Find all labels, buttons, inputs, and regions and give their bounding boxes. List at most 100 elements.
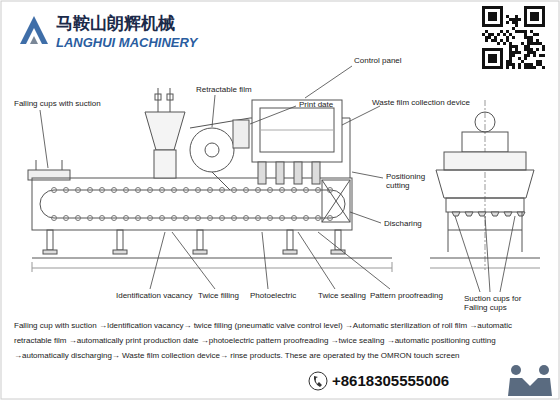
qr-code-part [533, 42, 536, 45]
side-elevation-part-part [47, 230, 53, 250]
side-elevation-part-part [100, 188, 105, 193]
qr-code-part [527, 54, 530, 57]
qr-code-part [530, 12, 539, 21]
qr-code-part [536, 39, 539, 42]
side-elevation-part [260, 108, 334, 152]
side-elevation-part-part [268, 188, 273, 193]
side-elevation-part [260, 130, 334, 131]
callout-label: Print date [299, 100, 333, 109]
qr-code-part [527, 42, 530, 45]
side-elevation-part-part [113, 250, 127, 254]
side-elevation-part-part [283, 250, 297, 254]
qr-code-part [509, 63, 512, 66]
end-elevation-part [485, 100, 486, 270]
qr-code-part [509, 54, 512, 57]
side-elevation-part-part [117, 230, 123, 250]
qr-code-part [509, 57, 512, 60]
end-elevation-part [462, 132, 508, 152]
end-elevation-part [475, 112, 495, 132]
qr-code [482, 8, 545, 70]
side-elevation-part [52, 188, 333, 221]
qr-code-part [515, 51, 518, 54]
leader-lines-part [150, 232, 165, 289]
side-elevation-part [32, 268, 392, 269]
qr-code-part [524, 45, 527, 48]
qr-code-part [506, 15, 509, 18]
side-elevation-part-part [316, 188, 321, 193]
side-elevation-part-part [76, 216, 81, 221]
leader-lines-part [318, 232, 390, 289]
end-elevation-part [522, 212, 523, 252]
qr-code-part [542, 45, 545, 48]
qr-code-part [509, 33, 512, 36]
qr-code-part [512, 54, 515, 57]
qr-code-part [518, 51, 521, 54]
side-elevation-part-part [335, 230, 341, 250]
side-elevation-part-part [160, 216, 165, 221]
side-elevation-part-part [172, 188, 177, 193]
side-elevation-part-part [136, 188, 141, 193]
qr-code-part [506, 36, 509, 39]
qr-code-part [530, 39, 533, 42]
leader-lines [40, 66, 515, 292]
qr-code-part [518, 18, 521, 21]
qr-code-part [488, 33, 491, 36]
handshake-icon-part [539, 365, 549, 375]
qr-code-part [512, 63, 515, 66]
side-elevation-part [145, 112, 185, 150]
qr-code-part [536, 42, 539, 45]
side-elevation-part-part [292, 188, 297, 193]
qr-code-part [509, 51, 512, 54]
leader-lines-part [342, 106, 380, 125]
qr-code-part [497, 42, 500, 45]
side-elevation-part-part [136, 216, 141, 221]
side-elevation-part-part [88, 188, 93, 193]
qr-code-part [509, 60, 512, 63]
qr-code-part [542, 54, 545, 57]
leader-lines-part [40, 110, 48, 168]
qr-code-part [533, 51, 536, 54]
qr-code-part [515, 15, 518, 18]
side-elevation-part-part [160, 188, 165, 193]
qr-code-part [503, 33, 506, 36]
side-elevation-part-part [112, 188, 117, 193]
end-elevation-part [436, 170, 534, 198]
qr-code-part [491, 39, 494, 42]
end-elevation-part [448, 212, 449, 252]
side-elevation-part-part [208, 188, 213, 193]
logo-icon [20, 16, 48, 44]
callout-label: Twice filling [198, 291, 239, 300]
qr-code-part [512, 66, 515, 69]
qr-code-part [518, 66, 521, 69]
qr-code-part [488, 12, 497, 21]
side-elevation-part-part [124, 216, 129, 221]
end-elevation-part-part [452, 212, 460, 216]
qr-code-part [527, 66, 530, 69]
end-elevation-part [430, 258, 540, 259]
qr-code-part [485, 39, 488, 42]
callout-label: Falling cups with suction [14, 99, 101, 108]
side-elevation-part [190, 128, 234, 172]
qr-code-part [524, 48, 527, 51]
qr-code-part [518, 63, 521, 66]
callout-label: Waste film collection device [372, 98, 470, 107]
callout-label: Discharing [384, 219, 422, 228]
qr-code-part [512, 45, 515, 48]
company-name: 马鞍山朗辉机械 [56, 14, 175, 34]
qr-code-part [515, 45, 518, 48]
qr-code-part [527, 36, 530, 39]
side-elevation-part-part [184, 188, 189, 193]
callout-label: Pattern proofreading [370, 291, 443, 300]
side-elevation-part-part [148, 216, 153, 221]
qr-code-part [484, 50, 502, 68]
qr-code-part [527, 45, 530, 48]
side-elevation-part-part [244, 216, 249, 221]
qr-code-part [500, 30, 503, 33]
qr-code-part [521, 60, 524, 63]
side-elevation-part-part [100, 216, 105, 221]
callout-label: Positioning cutting [386, 172, 438, 190]
leader-lines-part [250, 106, 296, 124]
logo-icon-part [30, 36, 38, 44]
qr-code-part [530, 42, 533, 45]
